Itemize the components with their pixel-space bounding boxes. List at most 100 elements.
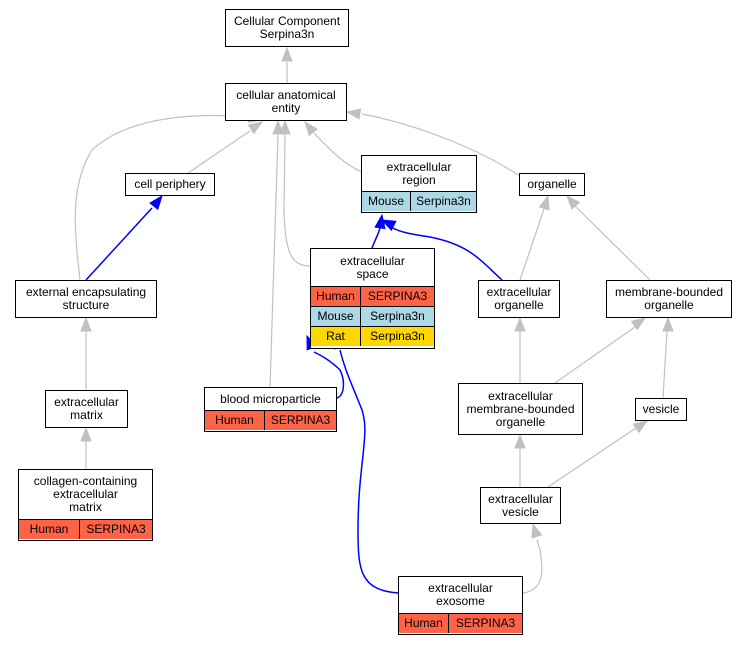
node-organelle[interactable]: organelle [519, 173, 585, 196]
edge-ecregion-to-cae [304, 120, 363, 173]
edge-ecmborganelle-to-mborganelle [554, 317, 647, 384]
node-cellular-component[interactable]: Cellular Component Serpina3n [225, 9, 349, 47]
organism-cell: Human [399, 614, 449, 633]
organism-cell: Human [19, 520, 80, 539]
node-extracellular-region[interactable]: extracellular region Mouse Serpina3n [361, 155, 477, 213]
edge-periphery-to-cae [187, 121, 264, 174]
organism-cell: Human [205, 411, 265, 430]
edge-line [85, 207, 153, 281]
edge-line [547, 427, 637, 488]
edge-arrowhead [531, 522, 543, 539]
annotation-row: Human SERPINA3 [311, 286, 434, 306]
edge-exosome-to-ecspace [334, 333, 399, 594]
edge-arrowhead [247, 121, 264, 135]
edge-extencap-to-cae [74, 111, 264, 281]
edge-line [313, 351, 345, 399]
node-extracellular-organelle[interactable]: extracellular organelle [478, 280, 560, 318]
edge-line [574, 205, 651, 281]
node-membrane-bounded-organelle[interactable]: membrane-bounded organelle [606, 280, 732, 318]
edge-line [339, 349, 399, 594]
node-label: extracellular membrane-bounded organelle [466, 388, 575, 429]
gene-cell: Serpina3n [411, 192, 476, 211]
node-label: membrane-bounded organelle [614, 285, 724, 312]
edge-bloodmp-to-cae [269, 119, 284, 388]
annotation-row: Mouse Serpina3n [362, 191, 476, 211]
edge-line [371, 227, 381, 249]
edge-arrowhead [281, 46, 293, 62]
edge-line [662, 330, 668, 399]
edge-line [187, 130, 251, 174]
node-label: Cellular Component Serpina3n [233, 14, 341, 41]
edge-line [554, 326, 636, 384]
edge-collagen-to-ecmatrix [80, 426, 92, 469]
node-label: extracellular exosome [428, 581, 493, 608]
organism-cell: Rat [311, 327, 361, 346]
node-label: extracellular region [386, 159, 452, 187]
gene-cell: SERPINA3 [361, 287, 434, 306]
gene-cell: SERPINA3 [80, 520, 152, 539]
node-cell-periphery[interactable]: cell periphery [125, 173, 215, 196]
edge-arrowhead [304, 120, 318, 137]
edge-ecvesicle-to-ecmborganelle [514, 433, 526, 487]
node-label: external encapsulating structure [25, 285, 147, 312]
edge-line [392, 227, 503, 281]
edge-vesicle-to-mborganelle [662, 316, 674, 399]
edge-line [522, 539, 543, 594]
edge-ecmatrix-to-extencap [80, 316, 92, 390]
edge-arrowhead [630, 317, 647, 331]
edge-arrowhead [345, 108, 362, 120]
node-extracellular-membrane-bounded-organelle[interactable]: extracellular membrane-bounded organelle [458, 383, 583, 435]
gene-cell: SERPINA3 [265, 411, 336, 430]
gene-cell: Serpina3n [361, 327, 434, 346]
node-label: collagen-containing extracellular matrix [33, 474, 138, 514]
edge-cae-to-root [281, 46, 293, 83]
edge-arrowhead [380, 219, 397, 232]
edge-mborganelle-to-organelle [566, 194, 651, 281]
node-label: extracellular organelle [486, 285, 552, 312]
organism-cell: Mouse [362, 192, 411, 211]
node-external-encapsulating-structure[interactable]: external encapsulating structure [15, 280, 157, 318]
edge-arrowhead [566, 194, 581, 210]
edge-line [313, 132, 363, 173]
annotation-row: Human SERPINA3 [399, 613, 522, 633]
node-label: cell periphery [134, 177, 206, 191]
edge-ecorganelle-to-ecregion [380, 219, 503, 281]
edge-organelle-to-cae [345, 108, 521, 177]
node-extracellular-exosome[interactable]: extracellular exosome Human SERPINA3 [398, 576, 523, 635]
node-label: vesicle [642, 402, 680, 416]
node-label: cellular anatomical entity [236, 88, 336, 115]
annotation-row: Rat Serpina3n [311, 326, 434, 346]
gene-cell: SERPINA3 [449, 614, 522, 633]
node-extracellular-space[interactable]: extracellular space Human SERPINA3 Mouse… [310, 248, 435, 349]
node-label: extracellular matrix [54, 395, 119, 422]
node-label: blood microparticle [220, 391, 321, 406]
organism-cell: Mouse [311, 307, 361, 326]
edge-ecmborganelle-to-ecorganelle [514, 316, 526, 383]
edge-exosome-to-ecvesicle [522, 522, 543, 594]
node-extracellular-matrix[interactable]: extracellular matrix [45, 390, 128, 428]
organism-cell: Human [311, 287, 361, 306]
node-label: extracellular space [340, 253, 405, 281]
node-cellular-anatomical-entity[interactable]: cellular anatomical entity [225, 83, 347, 121]
edge-arrowhead [279, 119, 291, 135]
edge-extencap-to-periphery [85, 194, 163, 281]
edge-arrowhead [538, 194, 550, 211]
node-label: organelle [527, 177, 577, 191]
edge-ecspace-to-cae [279, 119, 311, 267]
edge-arrowhead [80, 316, 92, 332]
edge-ecorganelle-to-organelle [519, 194, 550, 281]
annotation-row: Human SERPINA3 [19, 519, 152, 539]
edge-arrowhead [662, 316, 674, 332]
edge-line [269, 134, 279, 388]
node-vesicle[interactable]: vesicle [635, 398, 687, 421]
node-extracellular-vesicle[interactable]: extracellular vesicle [480, 487, 561, 524]
annotation-row: Human SERPINA3 [205, 410, 336, 430]
edge-arrowhead [514, 433, 526, 449]
edge-arrowhead [632, 420, 649, 434]
node-label: extracellular vesicle [488, 491, 553, 519]
edge-arrowhead [149, 194, 163, 211]
node-blood-microparticle[interactable]: blood microparticle Human SERPINA3 [204, 387, 337, 432]
edge-line [519, 208, 545, 281]
node-collagen-containing-extracellular-matrix[interactable]: collagen-containing extracellular matrix… [18, 469, 153, 541]
